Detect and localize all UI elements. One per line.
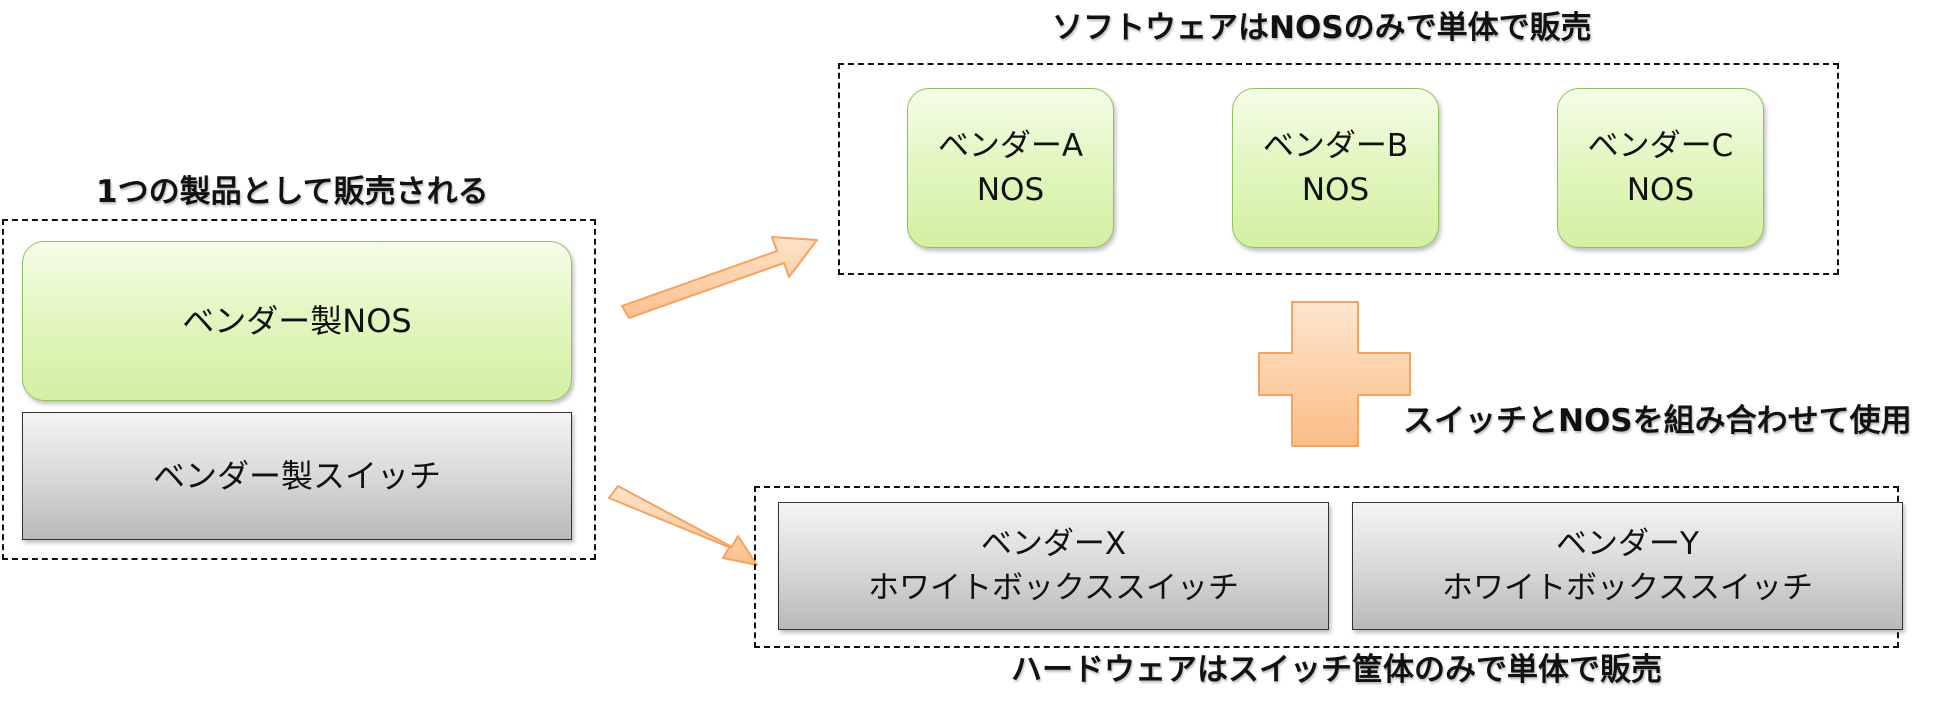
- vendor-c-nos-box: ベンダーC NOS: [1557, 88, 1764, 248]
- vendor-nos-label: ベンダー製NOS: [182, 302, 412, 340]
- vendor-b-product: NOS: [1301, 172, 1370, 208]
- software-heading: ソフトウェアはNOSのみで単体で販売: [1052, 10, 1592, 46]
- vendor-x-name: ベンダーX: [980, 526, 1127, 562]
- vendor-switch-box: ベンダー製スイッチ: [22, 412, 572, 540]
- vendor-y-switch-box: ベンダーY ホワイトボックススイッチ: [1352, 502, 1903, 630]
- vendor-c-product: NOS: [1626, 172, 1695, 208]
- vendor-b-nos-box: ベンダーB NOS: [1232, 88, 1439, 248]
- software-frame: [838, 63, 1839, 275]
- combine-label: スイッチとNOSを組み合わせて使用: [1403, 403, 1912, 439]
- vendor-x-switch-box: ベンダーX ホワイトボックススイッチ: [778, 502, 1329, 630]
- vendor-nos-box: ベンダー製NOS: [22, 241, 572, 401]
- vendor-y-name: ベンダーY: [1556, 526, 1699, 562]
- vendor-a-product: NOS: [976, 172, 1045, 208]
- vendor-c-name: ベンダーC: [1587, 128, 1734, 164]
- vendor-a-name: ベンダーA: [937, 128, 1084, 164]
- left-heading: 1つの製品として販売される: [96, 174, 489, 210]
- vendor-b-name: ベンダーB: [1262, 128, 1409, 164]
- vendor-a-nos-box: ベンダーA NOS: [907, 88, 1114, 248]
- vendor-x-product: ホワイトボックススイッチ: [867, 570, 1240, 606]
- bundled-product-frame: [2, 219, 596, 560]
- vendor-y-product: ホワイトボックススイッチ: [1441, 570, 1814, 606]
- hardware-heading: ハードウェアはスイッチ筐体のみで単体で販売: [1011, 652, 1662, 688]
- vendor-switch-label: ベンダー製スイッチ: [152, 457, 441, 495]
